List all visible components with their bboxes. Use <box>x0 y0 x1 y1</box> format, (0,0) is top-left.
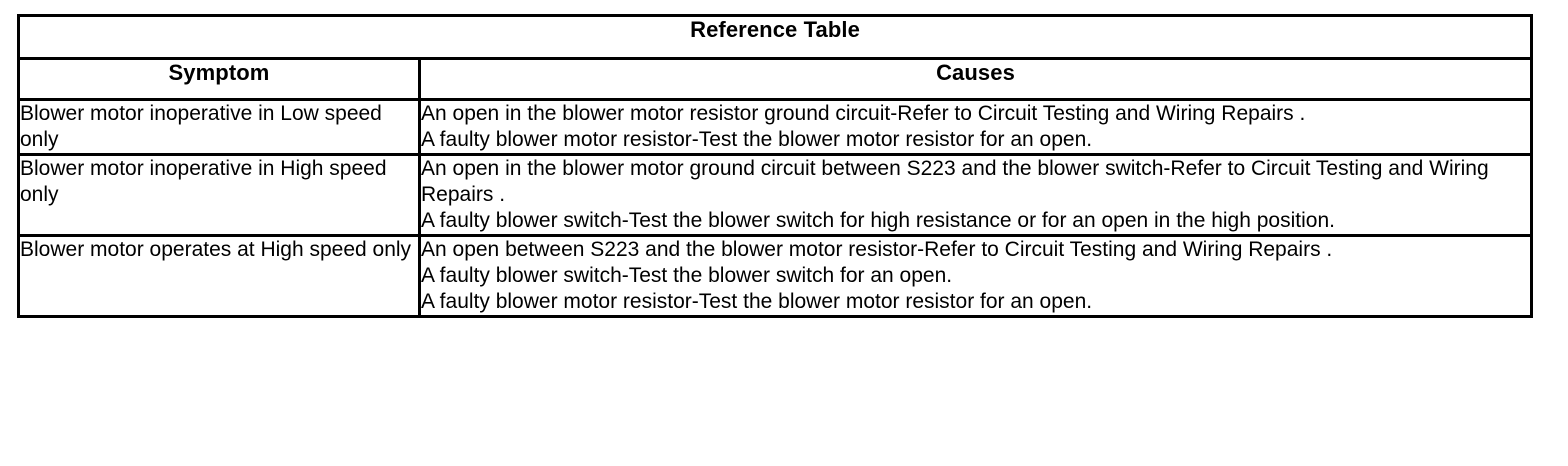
table-row: Blower motor inoperative in High speed o… <box>17 153 1533 237</box>
table-title: Reference Table <box>17 14 1533 60</box>
reference-table: Reference Table Symptom Causes Blower mo… <box>17 14 1533 318</box>
causes-cell: An open between S223 and the blower moto… <box>418 234 1533 318</box>
column-header-causes: Causes <box>418 57 1533 101</box>
symptom-cell: Blower motor operates at High speed only <box>17 234 421 318</box>
column-header-symptom: Symptom <box>17 57 421 101</box>
symptom-text: Blower motor inoperative in Low speed on… <box>20 102 382 151</box>
cause-line: An open between S223 and the blower moto… <box>421 238 1333 261</box>
causes-cell: An open in the blower motor resistor gro… <box>418 98 1533 156</box>
cause-line: A faulty blower switch-Test the blower s… <box>421 209 1335 232</box>
table-row: Blower motor inoperative in Low speed on… <box>17 98 1533 156</box>
cause-line: A faulty blower motor resistor-Test the … <box>421 128 1093 151</box>
causes-cell: An open in the blower motor ground circu… <box>418 153 1533 237</box>
symptom-text: Blower motor operates at High speed only <box>20 238 412 261</box>
table-title-row: Reference Table <box>17 14 1533 60</box>
symptom-cell: Blower motor inoperative in High speed o… <box>17 153 421 237</box>
table-header-row: Symptom Causes <box>17 57 1533 101</box>
cause-line: An open in the blower motor resistor gro… <box>421 102 1306 125</box>
table-row: Blower motor operates at High speed only… <box>17 234 1533 318</box>
symptom-text: Blower motor inoperative in High speed o… <box>20 157 387 206</box>
cause-line: A faulty blower switch-Test the blower s… <box>421 264 953 287</box>
symptom-cell: Blower motor inoperative in Low speed on… <box>17 98 421 156</box>
cause-line: A faulty blower motor resistor-Test the … <box>421 290 1093 313</box>
cause-line: An open in the blower motor ground circu… <box>421 157 1489 206</box>
